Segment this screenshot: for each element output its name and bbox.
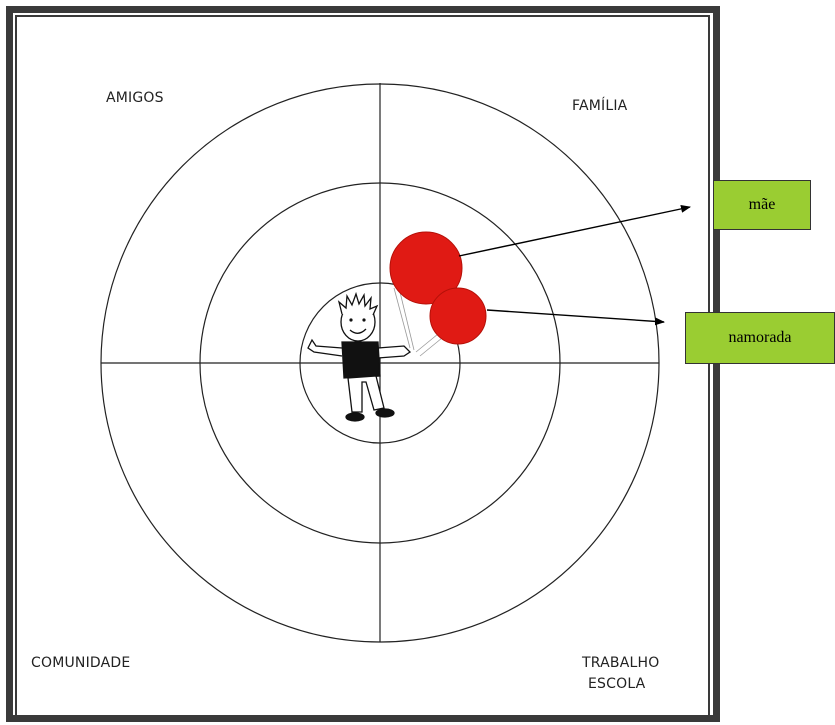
label-trabalho: TRABALHO: [581, 655, 659, 671]
callout-mae: mãe: [713, 180, 811, 230]
label-familia: FAMÍLIA: [572, 97, 628, 114]
inner-frame: [15, 15, 710, 722]
callout-namorada: namorada: [685, 312, 835, 364]
child-figure-icon: [307, 291, 412, 422]
balloon-namorada: [429, 287, 487, 345]
balloon-strings: [393, 287, 443, 357]
label-amigos: AMIGOS: [106, 90, 164, 106]
arrow-to-mae: [458, 204, 691, 257]
arrow-to-namorada: [486, 309, 665, 326]
label-escola: ESCOLA: [588, 676, 646, 692]
label-comunidade: COMUNIDADE: [31, 655, 130, 671]
balloon-mae: [389, 231, 463, 305]
